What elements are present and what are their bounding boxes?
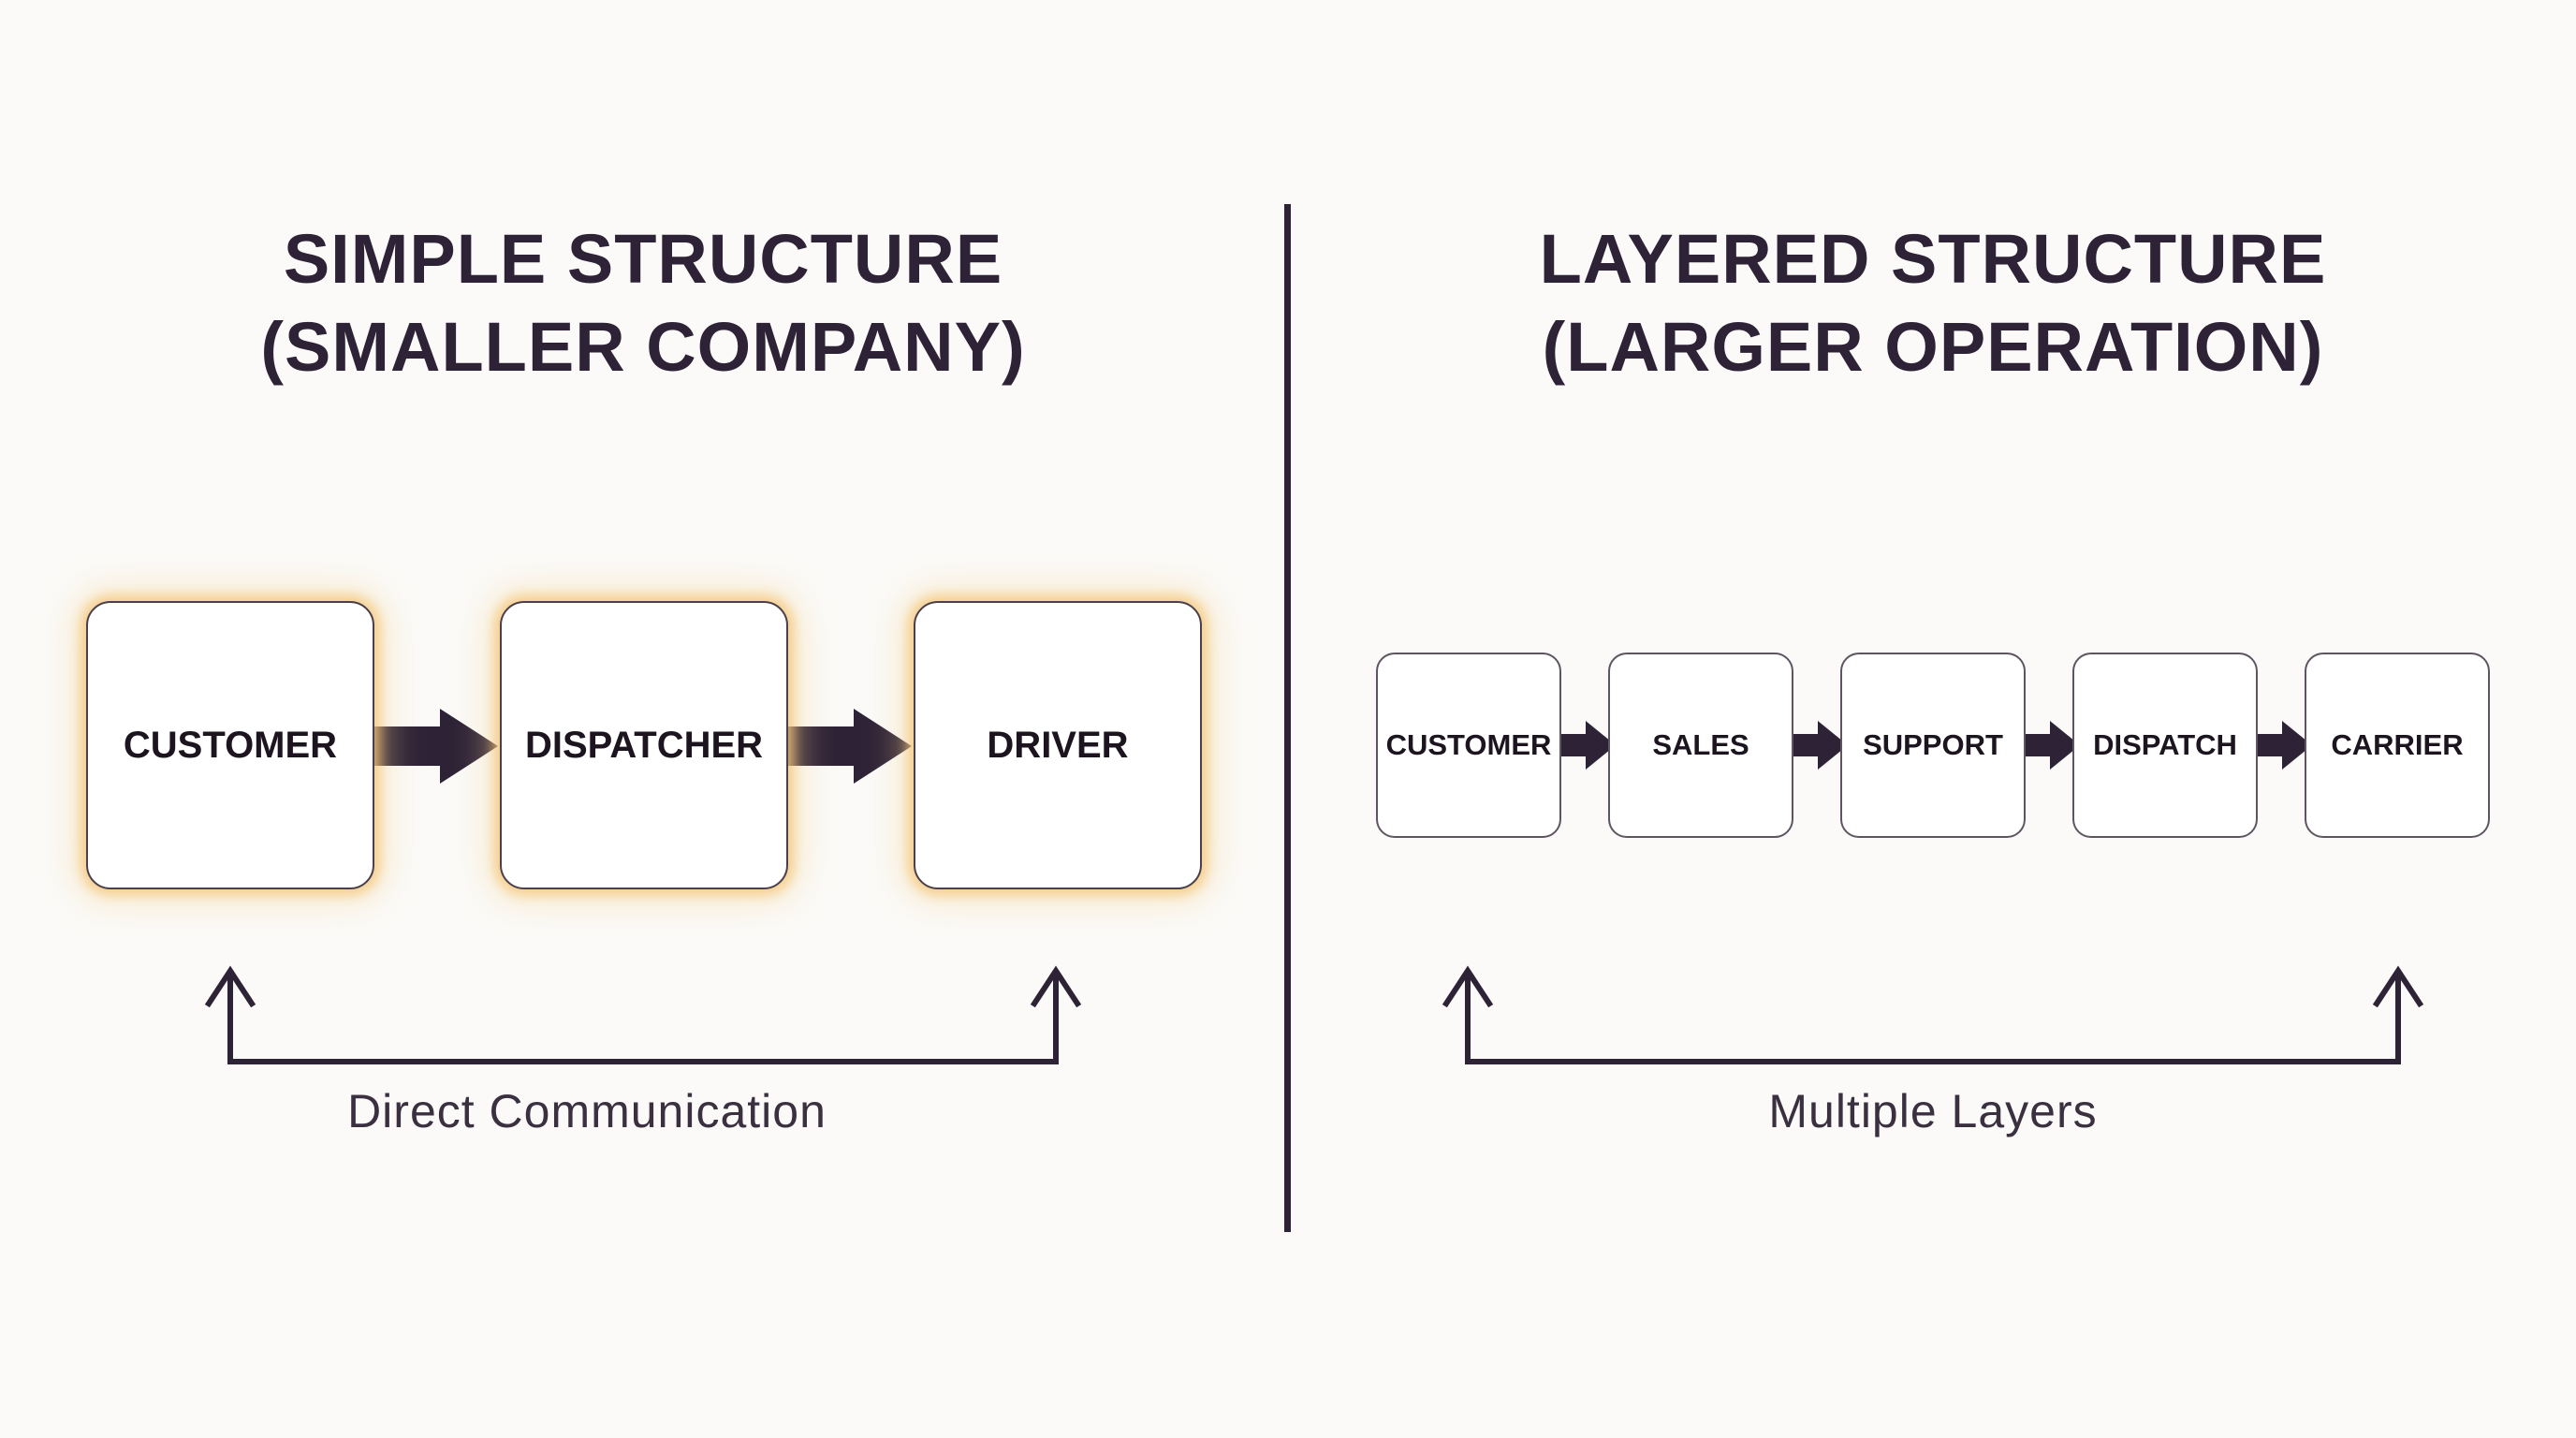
multiple-layers-bracket [1442, 965, 2424, 1064]
dispatcher-box: DISPATCHER [500, 601, 788, 889]
simple-structure-subtitle: (SMALLER COMPANY) [260, 308, 1026, 386]
layered-structure-subtitle: (LARGER OPERATION) [1542, 308, 2324, 386]
up-arrow-icon [1030, 965, 1082, 1008]
driver-box: DRIVER [914, 601, 1202, 889]
sales-box: SALES [1608, 653, 1793, 838]
arrow-sales-to-support [1793, 721, 1848, 770]
up-arrow-icon [204, 965, 256, 1008]
simple-structure-title: SIMPLE STRUCTURE [283, 220, 1003, 298]
simple-structure-panel: SIMPLE STRUCTURE (SMALLER COMPANY) CUSTO… [0, 0, 1286, 1438]
simple-structure-connectors [204, 709, 1082, 1064]
up-arrow-icon [2372, 965, 2424, 1008]
layered-structure-title: LAYERED STRUCTURE [1539, 220, 2327, 298]
direct-communication-label: Direct Communication [347, 1085, 827, 1137]
carrier-box: CARRIER [2305, 653, 2490, 838]
multiple-layers-label: Multiple Layers [1768, 1085, 2098, 1137]
arrow-customer-to-sales [1561, 721, 1616, 770]
arrow-dispatcher-to-driver [788, 709, 912, 784]
customer-box: CUSTOMER [1376, 653, 1561, 838]
customer-box: CUSTOMER [86, 601, 374, 889]
support-box: SUPPORT [1840, 653, 2026, 838]
up-arrow-icon [1442, 965, 1494, 1008]
panel-divider [1284, 204, 1291, 1232]
dispatch-box: DISPATCH [2072, 653, 2258, 838]
arrow-dispatch-to-carrier [2258, 721, 2312, 770]
arrow-support-to-dispatch [2026, 721, 2080, 770]
layered-structure-connectors [1442, 721, 2424, 1064]
direct-communication-bracket [204, 965, 1082, 1064]
layered-structure-panel: LAYERED STRUCTURE (LARGER OPERATION) CUS… [1290, 0, 2576, 1438]
arrow-customer-to-dispatcher [374, 709, 498, 784]
